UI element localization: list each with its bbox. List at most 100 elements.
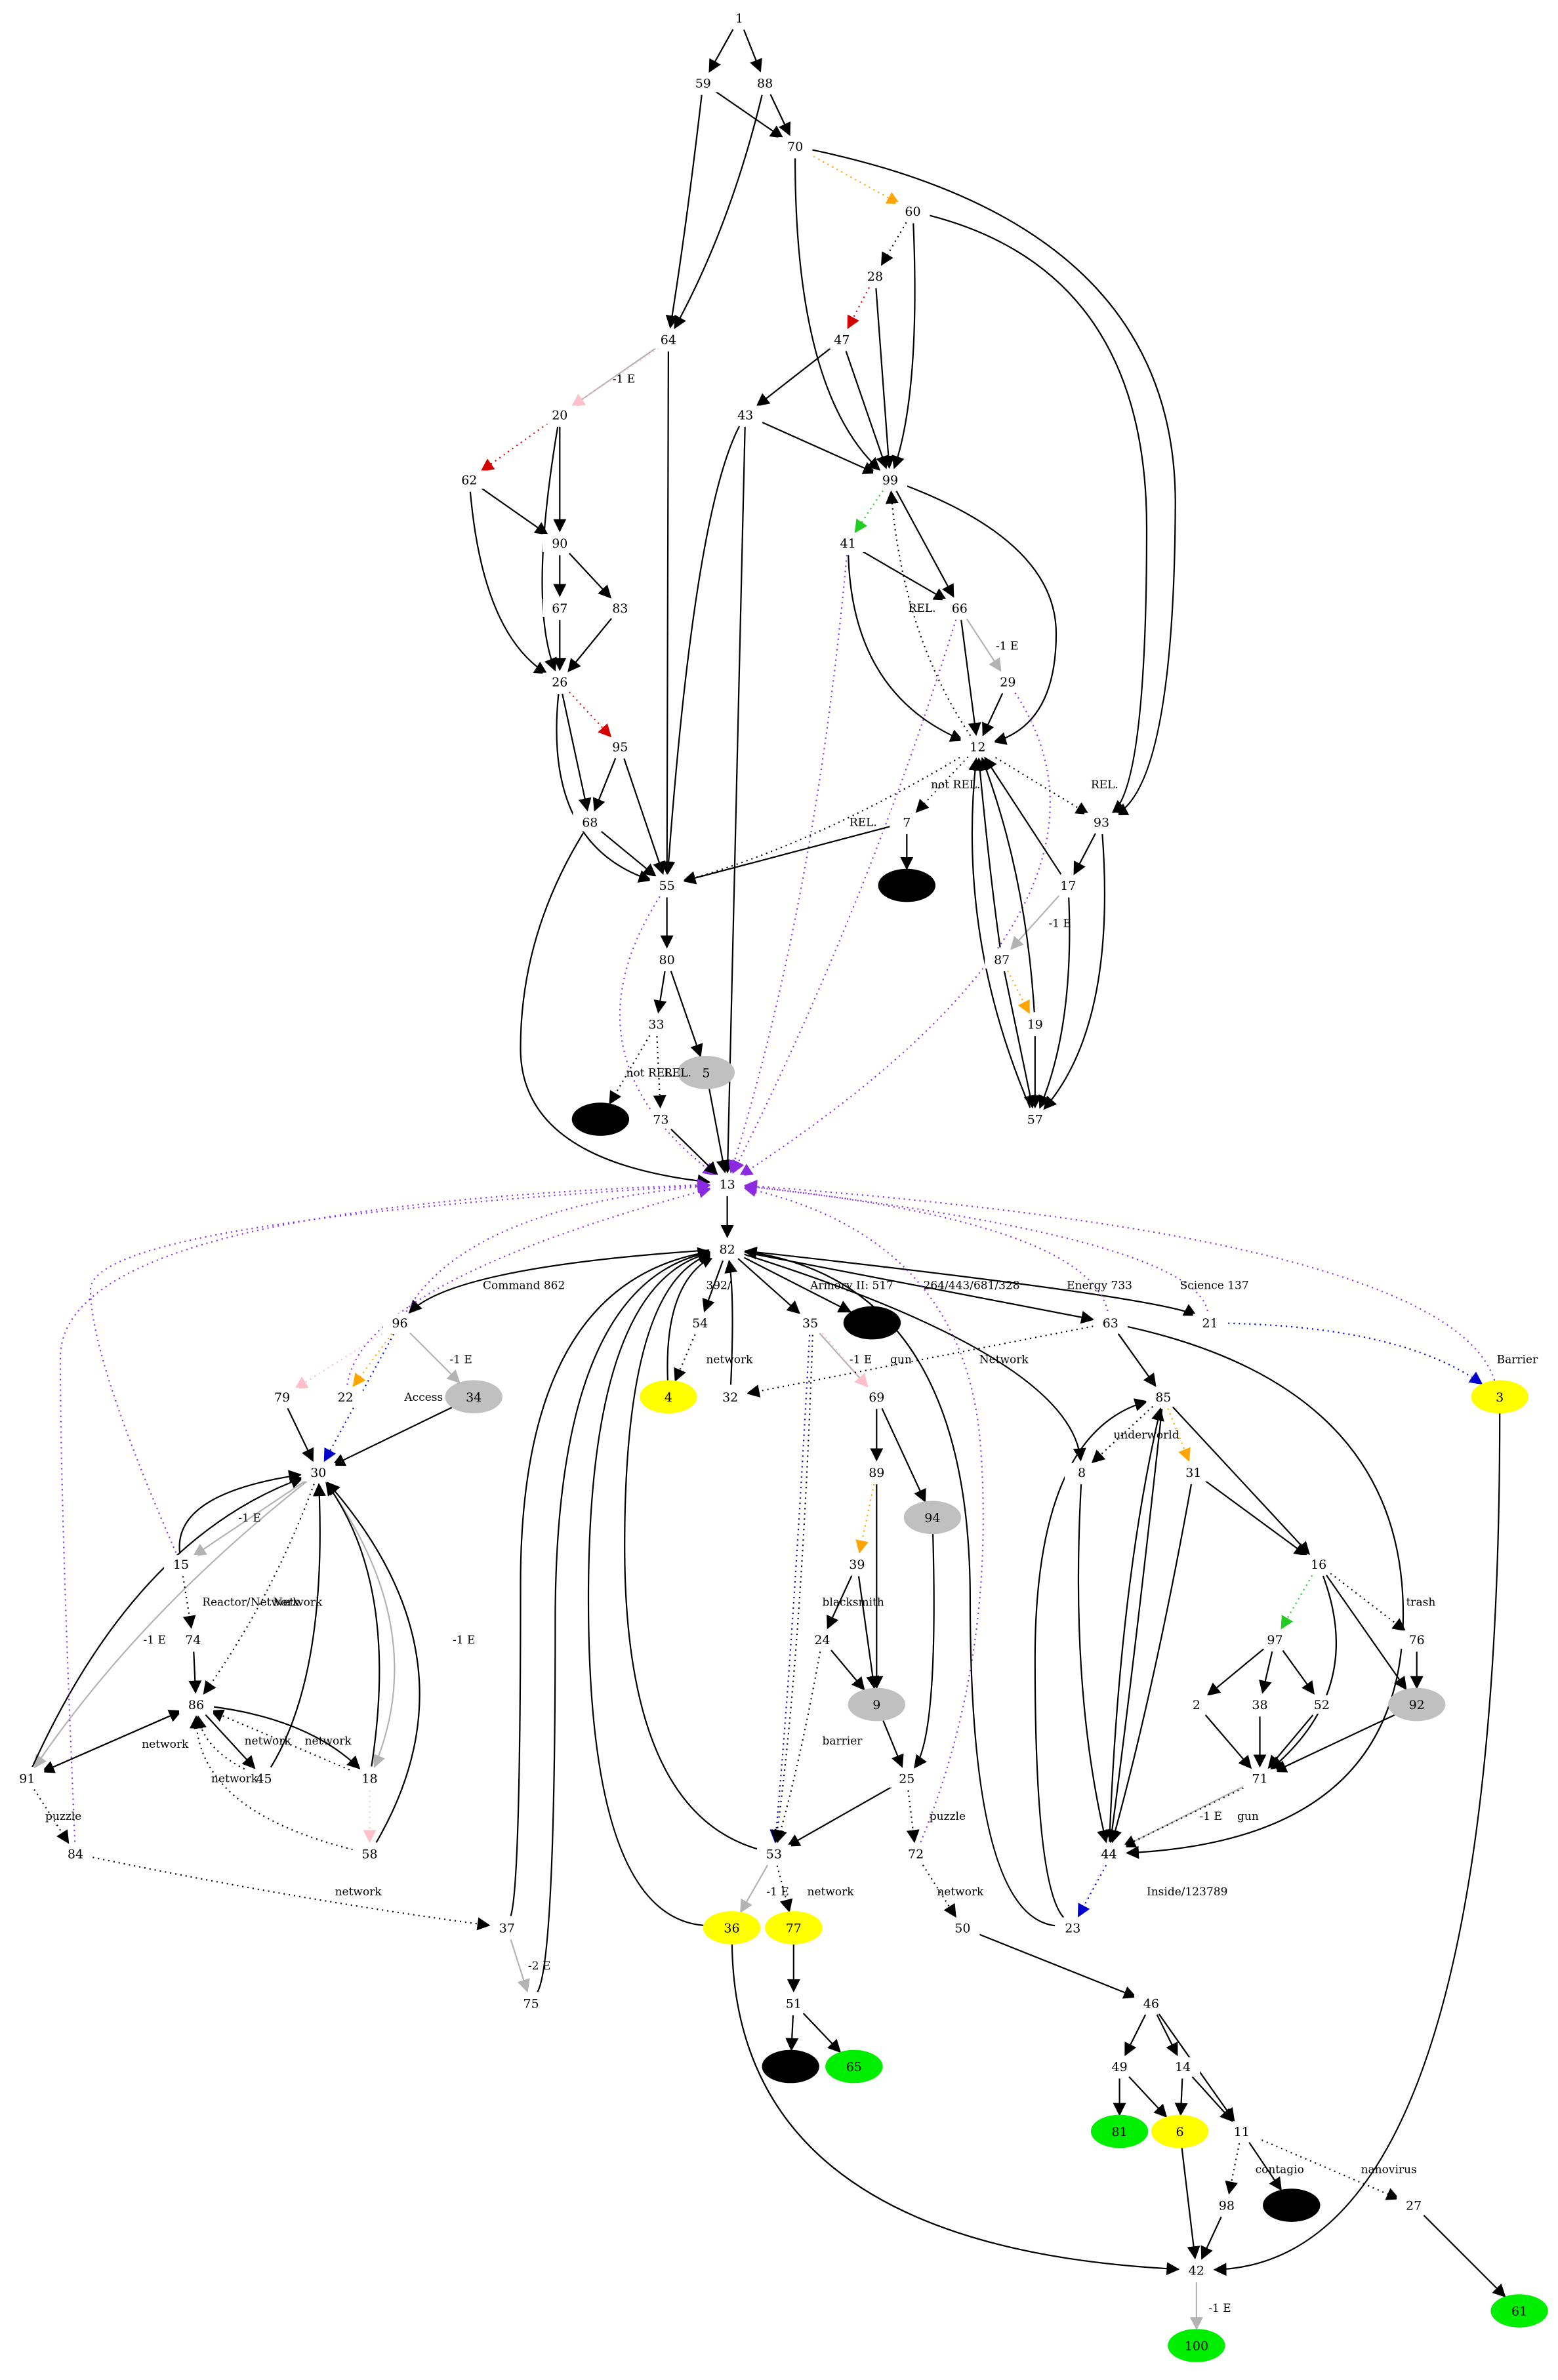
node-label-backdrop [1304, 1695, 1339, 1714]
edge-label: Energy 733 [1067, 1280, 1132, 1293]
edge-14-to-6 [1174, 2078, 1188, 2116]
edge-16-to-92 [1325, 1575, 1407, 1691]
node-label-backdrop [895, 202, 930, 220]
node-label-backdrop [639, 1015, 674, 1034]
node-39: 39 [840, 1555, 874, 1574]
node-shape [1168, 2329, 1225, 2362]
node-95: 95 [603, 737, 638, 756]
node-label-backdrop [899, 1844, 933, 1863]
edge-label: puzzle [930, 1810, 966, 1823]
edge-12-to-99 [885, 490, 972, 736]
edge-84-to-37 [92, 1857, 491, 1931]
edge-12-to-93 [991, 754, 1090, 815]
edge-8-to-44 [1077, 1484, 1110, 1844]
node-label: 38 [1252, 1698, 1267, 1712]
node-81: 81 [1090, 2114, 1149, 2148]
edge-label: Inside/123789 [1147, 1886, 1227, 1899]
node-label: 28 [867, 270, 883, 284]
node-9: 9 [848, 1687, 906, 1722]
node-37: 37 [489, 1918, 524, 1937]
edge-label: REL. [909, 602, 936, 615]
edge-label: Network [273, 1596, 323, 1609]
node-74: 74 [176, 1630, 211, 1649]
node-label-backdrop [683, 1314, 718, 1333]
terminal-node [878, 868, 936, 902]
node-label-backdrop [1093, 1314, 1128, 1333]
edge-60-to-93 [929, 214, 1148, 814]
edge-label: network [335, 1886, 382, 1899]
edge-12-to-55 [682, 754, 965, 884]
node-label: 22 [338, 1390, 354, 1405]
edge-70-to-60 [808, 153, 900, 205]
node-label-backdrop [1176, 1462, 1211, 1482]
edge-label: -1 E [613, 373, 635, 386]
node-label: 15 [173, 1558, 189, 1572]
node-shape [1151, 2114, 1209, 2148]
edge-16-to-97 [1281, 1575, 1313, 1630]
node-label-backdrop [1051, 876, 1086, 895]
edge-24-to-53 [774, 1651, 821, 1844]
edge-59-to-70 [715, 91, 784, 139]
node-33: 33 [639, 1015, 674, 1034]
node-label: 61 [1511, 2305, 1527, 2319]
node-label: 92 [1409, 1698, 1425, 1712]
node-24: 24 [805, 1630, 840, 1649]
node-58: 58 [352, 1844, 387, 1863]
edge-70-to-99 [794, 158, 881, 471]
edge-35-to-53 [769, 1335, 811, 1844]
edge-label: network [211, 1773, 258, 1786]
edge-label: network [937, 1886, 984, 1899]
node-shape [445, 1380, 502, 1414]
node-67: 67 [543, 598, 577, 617]
node-label-backdrop [756, 1844, 791, 1863]
node-label: 14 [1175, 2060, 1191, 2074]
node-label-backdrop [543, 534, 577, 552]
node-label: 44 [1101, 1847, 1117, 1862]
edge-70-to-93 [812, 149, 1176, 816]
edge-label: gun [890, 1353, 912, 1366]
edge-66-to-13 [732, 619, 957, 1174]
node-label: 41 [840, 536, 856, 551]
node-label-backdrop [543, 672, 577, 691]
edge-24-to-9 [830, 1649, 865, 1691]
node-54: 54 [683, 1314, 718, 1333]
edge-30-to-15 [192, 1480, 306, 1557]
edge-label: trash [1406, 1596, 1436, 1609]
node-label: 96 [392, 1316, 407, 1331]
edge-25-to-53 [787, 1785, 893, 1847]
node-label: 49 [1112, 2060, 1128, 2074]
edge-83-to-26 [567, 618, 612, 672]
node-label: 100 [1185, 2339, 1208, 2354]
edge-51-to-b51 [785, 2015, 799, 2051]
node-label: 70 [787, 140, 803, 154]
edge-93-to-17 [1073, 833, 1096, 876]
node-label-backdrop [382, 1314, 417, 1333]
node-shape [1471, 1380, 1528, 1414]
edge-30-to-91 [33, 1481, 308, 1769]
node-label-backdrop [1242, 1695, 1277, 1714]
edge-label: -1 E [449, 1353, 472, 1366]
node-shape [1263, 2188, 1321, 2222]
edge-46-to-49 [1124, 2014, 1147, 2057]
node-label: 69 [869, 1390, 884, 1405]
node-label: 30 [310, 1466, 326, 1480]
node-91: 91 [10, 1769, 45, 1788]
node-label: 76 [1409, 1633, 1425, 1647]
node-label: 71 [1252, 1772, 1267, 1786]
node-label: 42 [1189, 2264, 1204, 2278]
node-label: 87 [994, 953, 1010, 967]
node-23: 23 [1056, 1918, 1090, 1937]
edge-37-to-75 [510, 1939, 530, 1993]
node-label: 36 [724, 1921, 739, 1935]
node-75: 75 [514, 1994, 548, 2013]
node-98: 98 [1209, 2196, 1244, 2215]
terminal-node [843, 1306, 901, 1340]
edge-39-to-24 [827, 1575, 853, 1630]
edge-72-to-13 [743, 1184, 984, 1843]
edge-52-to-71 [1267, 1714, 1314, 1769]
node-shape [848, 1687, 906, 1722]
edge-label: -1 E [453, 1634, 475, 1647]
edge-label: -1 E [766, 1886, 789, 1899]
node-63: 63 [1093, 1314, 1128, 1333]
node-1: 1 [722, 9, 756, 28]
